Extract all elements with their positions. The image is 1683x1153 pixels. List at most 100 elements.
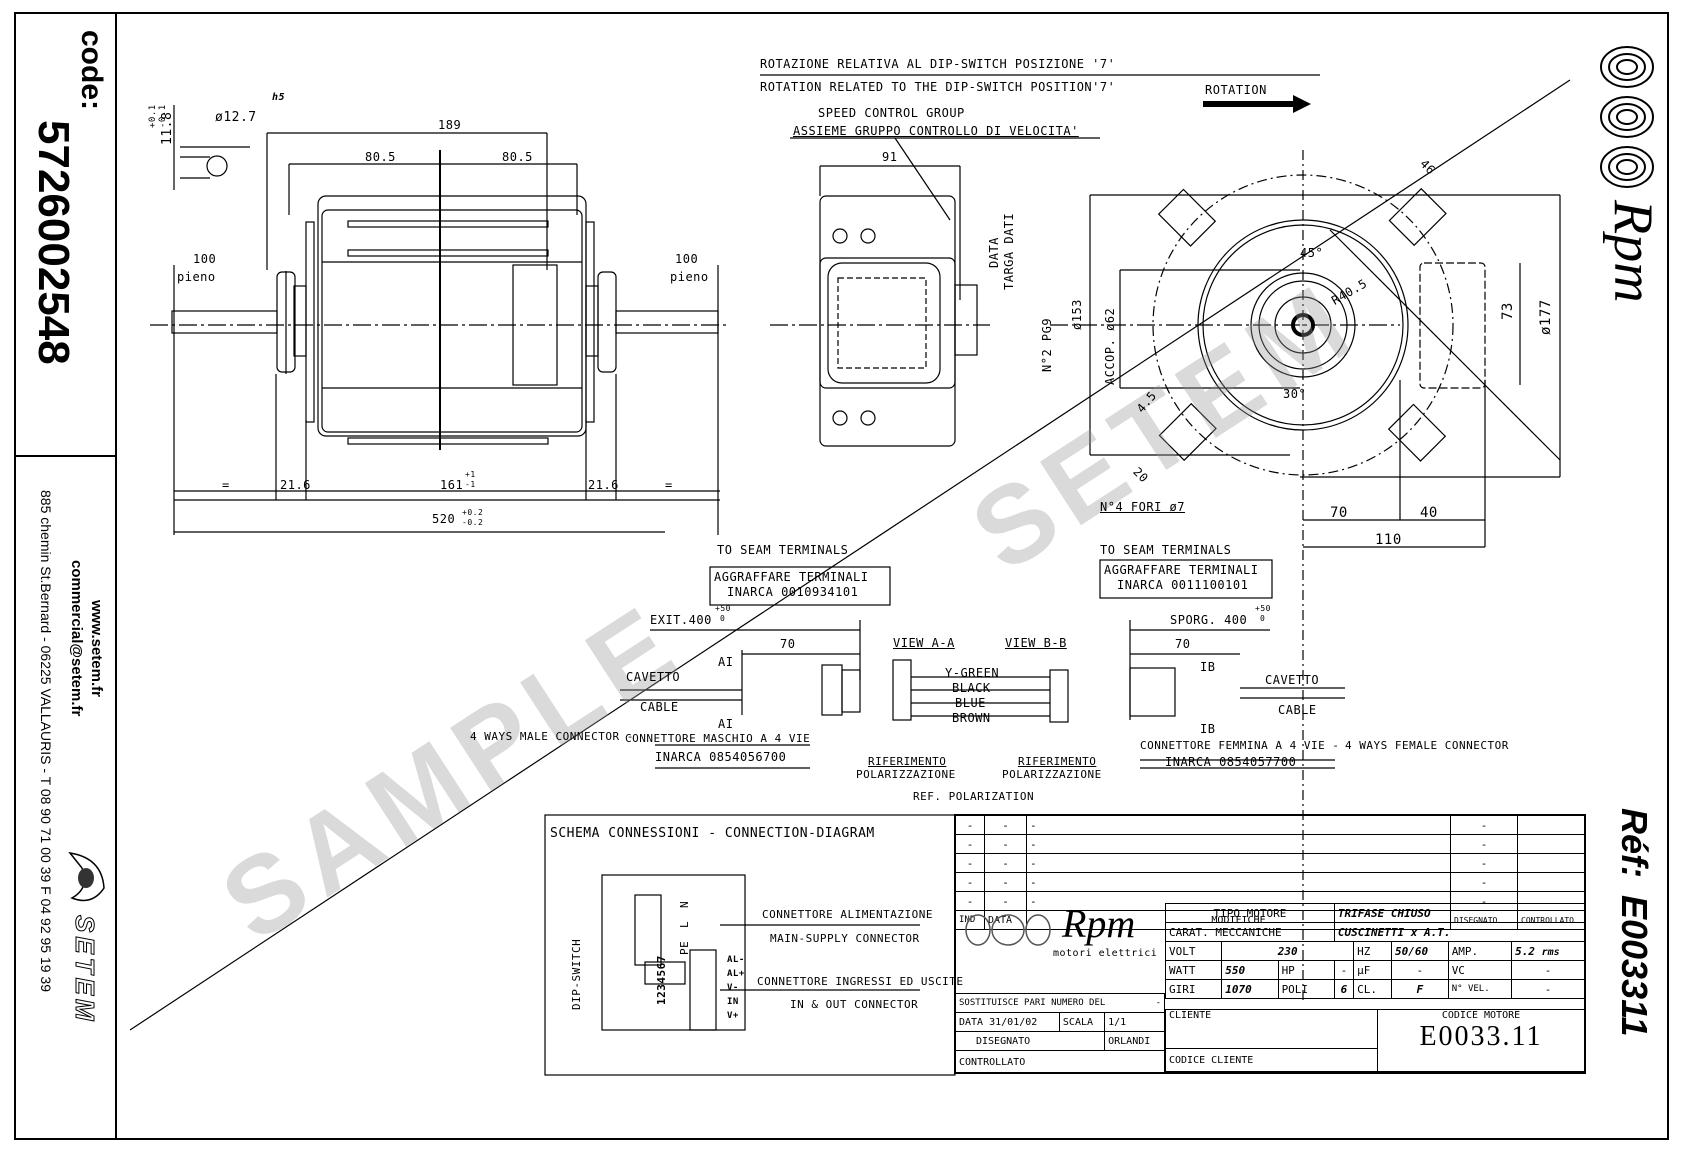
pin-n: N <box>678 900 691 908</box>
pin-in: IN <box>727 997 739 1007</box>
dip-positions: 1234567 <box>655 955 668 1005</box>
rev-mod: - <box>1026 815 1451 835</box>
left-cable-assembly <box>620 566 891 769</box>
pin-pe: PE <box>678 940 691 955</box>
exit-tol-lower: 0 <box>720 614 726 623</box>
right-cavetto: CAVETTO <box>1265 673 1320 687</box>
total-length: 520 <box>432 512 456 526</box>
rev-ind: - <box>955 834 985 854</box>
rev-dis: - <box>1450 834 1518 854</box>
male-connector-en: 4 WAYS MALE CONNECTOR - <box>470 730 634 743</box>
rev-ind: - <box>955 853 985 873</box>
half-right-dimension: 80.5 <box>502 150 533 164</box>
data-label: DATA <box>959 1016 984 1028</box>
hub-left: 21.6 <box>280 478 311 492</box>
disegnato-label: DISEGNATO <box>954 1031 1106 1051</box>
right-crimp-2: INARCA 0011100101 <box>1117 578 1249 592</box>
holes-label: N°4 FORI ø7 <box>1100 500 1185 514</box>
rev-ind: - <box>955 872 985 892</box>
left-sidebar <box>14 12 117 1140</box>
rev-dis: - <box>1450 853 1518 873</box>
sost-label: SOSTITUISCE PARI NUMERO DEL <box>959 998 1106 1008</box>
rev-mod: - <box>1026 872 1451 892</box>
rotation-arrow-icon <box>1203 95 1311 113</box>
scala-label: SCALA <box>1058 1012 1106 1032</box>
rev-data: - <box>984 815 1027 835</box>
pin-al-plus: AL+ <box>727 969 745 979</box>
sporg-tol-lower: 0 <box>1260 614 1266 623</box>
equal-right: = <box>665 478 673 492</box>
dim-73: 73 <box>1500 302 1516 320</box>
shaft-diameter: ø12.7 <box>215 110 257 125</box>
wire-blue: BLUE <box>955 696 986 710</box>
rev-ctrl <box>1517 815 1585 835</box>
shaft-left-note: pieno <box>177 270 216 284</box>
schema-title: SCHEMA CONNESSIONI - CONNECTION-DIAGRAM <box>550 826 875 841</box>
scala-value: 1/1 <box>1104 1012 1165 1032</box>
giri-value: 1070 <box>1221 979 1279 999</box>
revision-row: ---- <box>955 853 1585 873</box>
left-cavetto: CAVETTO <box>626 670 681 684</box>
left-crimp-1: AGGRAFFARE TERMINALI <box>714 570 869 584</box>
equal-left: = <box>222 478 230 492</box>
total-tol-lower: -0.2 <box>462 518 484 527</box>
wire-y-green: Y-GREEN <box>945 666 1000 680</box>
watt-label: WATT <box>1164 960 1223 980</box>
watt-value: 550 <box>1221 960 1279 980</box>
angle-30: 30° <box>1283 387 1307 401</box>
title-logo-sub: motori elettrici <box>1053 948 1158 959</box>
control-board <box>601 874 746 1031</box>
uf-value: - <box>1391 960 1449 980</box>
wire-black: BLACK <box>952 681 991 695</box>
body-tol-lower: -1 <box>465 480 476 489</box>
flat-tol-upper: +0.1 <box>148 104 158 128</box>
exit-length: EXIT.400 <box>650 613 712 627</box>
female-connector-it: CONNETTORE FEMMINA A 4 VIE - <box>1140 739 1340 752</box>
rotation-note-it: ROTAZIONE RELATIVA AL DIP-SWITCH POSIZIO… <box>760 57 1116 71</box>
ref1-a: RIFERIMENTO <box>868 755 947 768</box>
controllato-label: CONTROLLATO <box>955 1050 1165 1074</box>
codice-motore-label: CODICE MOTORE <box>1441 1010 1521 1021</box>
dim-110: 110 <box>1375 532 1402 548</box>
revision-row: ---- <box>955 815 1585 835</box>
left-cable: CABLE <box>640 700 679 714</box>
sost-value: - <box>1155 998 1161 1008</box>
rev-ind: - <box>955 891 985 911</box>
speed-control-box <box>819 165 978 447</box>
pin-v-minus: V- <box>727 983 739 993</box>
ref2-b: POLARIZZAZIONE <box>1002 768 1102 781</box>
supply-connector-en: MAIN-SUPPLY CONNECTOR <box>770 932 920 945</box>
right-crimp-1: AGGRAFFARE TERMINALI <box>1104 563 1259 577</box>
motor-side-view <box>171 150 719 450</box>
rev-ctrl <box>1517 853 1585 873</box>
shaft-left-length: 100 <box>193 252 217 266</box>
rotation-note-en: ROTATION RELATED TO THE DIP-SWITCH POSIT… <box>760 80 1116 94</box>
dia-153: ø153 <box>1070 299 1084 330</box>
nvel-value: - <box>1511 979 1585 999</box>
pin-v-plus: V+ <box>727 1011 739 1021</box>
amp-label: AMP. <box>1447 941 1513 961</box>
io-connector-en: IN & OUT CONNECTOR <box>790 998 919 1011</box>
shaft-tolerance: h5 <box>272 92 286 103</box>
angle-45: 45° <box>1300 246 1324 260</box>
male-connector-it: CONNETTORE MASCHIO A 4 VIE <box>625 732 811 745</box>
rev-data: - <box>984 891 1027 911</box>
rpm-small-logo-icon <box>965 914 1051 946</box>
female-connector-code: INARCA 0854057700 <box>1165 755 1297 769</box>
setem-logo-icon <box>68 851 105 902</box>
glands-label: N°2 PG9 <box>1040 317 1054 372</box>
io-connector-it: CONNETTORE INGRESSI ED USCITE <box>757 975 964 988</box>
accop-label: ACCOP. ø62 <box>1103 307 1117 385</box>
view-a-label: VIEW A-A <box>893 636 955 650</box>
rev-data: - <box>984 834 1027 854</box>
rev-dis: - <box>1450 815 1518 835</box>
rev-data: - <box>984 853 1027 873</box>
title-logo: Rpm <box>1062 901 1136 946</box>
targa-dati-label: TARGA DATI <box>1002 212 1016 290</box>
sporg-length: SPORG. 400 <box>1170 613 1248 627</box>
body-length: 161 <box>440 478 464 492</box>
rev-dis: - <box>1450 872 1518 892</box>
hp-label: HP <box>1277 960 1335 980</box>
